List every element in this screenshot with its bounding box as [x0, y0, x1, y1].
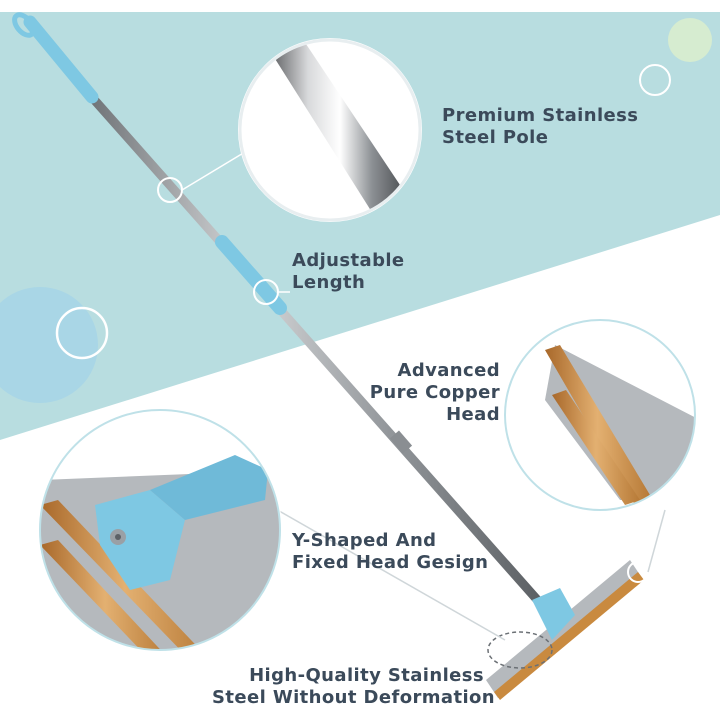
feature-label-line: Premium Stainless: [442, 105, 639, 126]
zoom-head-closeup: [38, 408, 282, 652]
mop-pole: [85, 90, 553, 617]
head-highlight-ring: [487, 631, 553, 669]
feature-label-line: Head: [446, 404, 500, 425]
connector-copper: [647, 509, 666, 573]
feature-label-line: Length: [292, 272, 366, 293]
feature-label-line: Fixed Head Gesign: [292, 552, 489, 573]
feature-label-line: Steel Pole: [442, 127, 549, 148]
feature-label-copper-head: Advanced Pure Copper Head: [360, 360, 500, 426]
feature-label-adjustable-length: Adjustable Length: [292, 250, 405, 294]
background-bubble-green: [668, 18, 712, 62]
feature-label-line: Y-Shaped And: [292, 530, 437, 551]
feature-label-line: Advanced: [397, 360, 500, 381]
pole-joint: [389, 430, 413, 454]
feature-label-y-shaped-head: Y-Shaped And Fixed Head Gesign: [292, 530, 488, 574]
feature-label-line: High-Quality Stainless: [249, 665, 484, 686]
zoom-copper-closeup: [503, 318, 697, 512]
handle-grip: [12, 12, 99, 104]
background-ring-left: [55, 306, 109, 360]
feature-label-stainless-steel: High-Quality Stainless Steel Without Def…: [212, 665, 495, 709]
zoom-pole-closeup: [238, 38, 422, 222]
background-teal-band: [0, 12, 720, 440]
connector-head: [259, 499, 506, 641]
feature-label-line: Pure Copper: [369, 382, 500, 403]
feature-label-line: Steel Without Deformation: [212, 687, 495, 708]
feature-label-line: Adjustable: [292, 250, 405, 271]
background-ring-top: [639, 64, 671, 96]
squeegee-head: [486, 560, 644, 700]
length-collar: [215, 235, 287, 315]
feature-label-steel-pole: Premium Stainless Steel Pole: [442, 105, 638, 149]
background-bubble-large: [0, 287, 98, 403]
connector-pole: [181, 151, 246, 191]
